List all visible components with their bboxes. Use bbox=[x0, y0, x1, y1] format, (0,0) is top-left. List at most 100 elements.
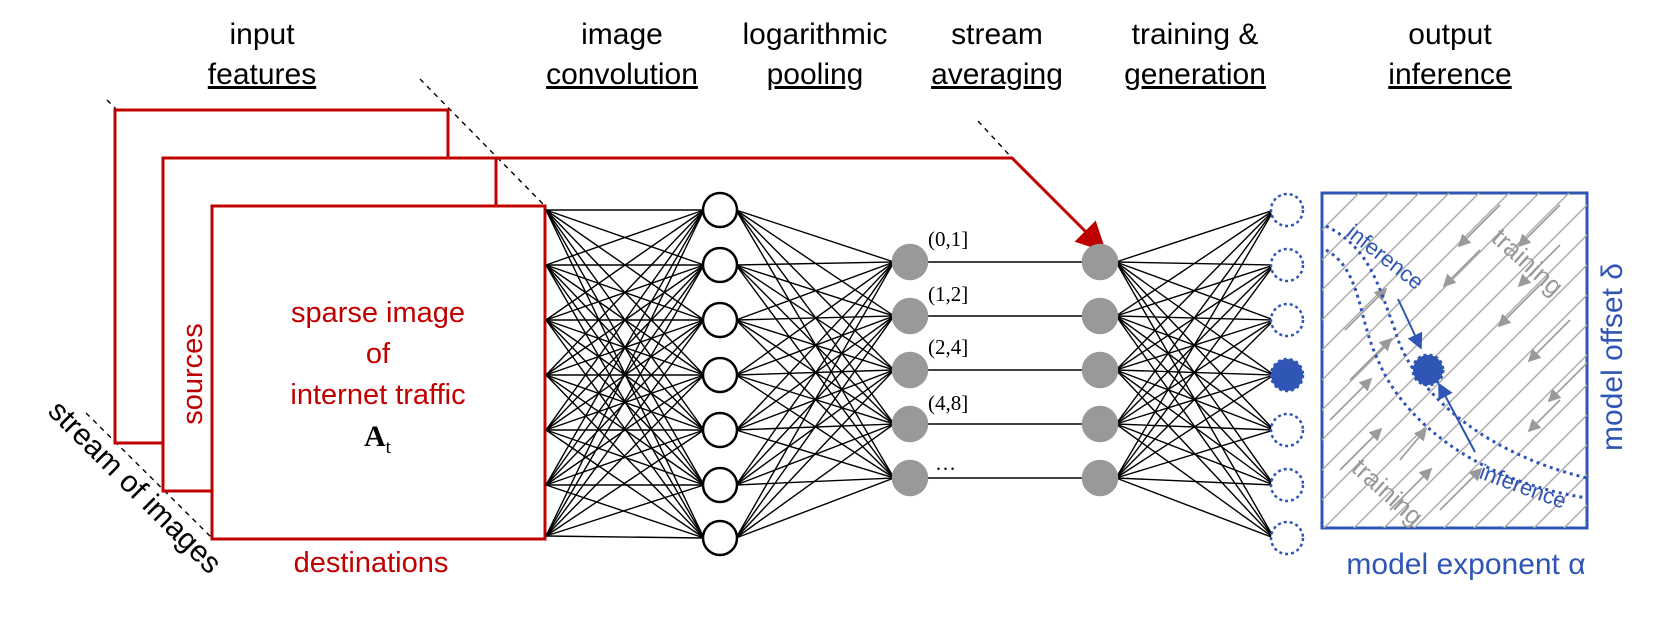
training-arrow-0 bbox=[1517, 204, 1561, 248]
avg-node-4 bbox=[1081, 459, 1119, 497]
training-arrow-1 bbox=[1517, 244, 1561, 288]
edge-gen-1-0 bbox=[1115, 209, 1275, 317]
bin-label-2: (1,2] bbox=[928, 282, 968, 306]
column-headers: input features image convolution logarit… bbox=[208, 18, 1512, 91]
training-arrow-6 bbox=[1547, 361, 1587, 403]
training-hatch--5 bbox=[1322, 193, 1510, 381]
network-edges bbox=[545, 209, 1275, 539]
training-arrow-14 bbox=[1399, 427, 1428, 461]
edge-pool-6-3 bbox=[735, 423, 895, 539]
training-hatch-2 bbox=[1383, 324, 1587, 528]
avg-node-1 bbox=[1081, 297, 1119, 335]
edge-conv-5-2 bbox=[545, 319, 705, 486]
pool-node-2 bbox=[891, 351, 929, 389]
bin-label-3: (2,4] bbox=[928, 335, 968, 359]
destinations-label: destinations bbox=[294, 547, 449, 579]
header-training-line1: training & bbox=[1132, 18, 1259, 51]
training-arrows bbox=[1322, 190, 1661, 530]
header-training-line2: generation bbox=[1124, 58, 1266, 91]
bin-labels: (0,1] (1,2] (2,4] (4,8] … bbox=[928, 227, 968, 475]
edge-gen-3-0 bbox=[1115, 209, 1275, 425]
training-hatch--7 bbox=[1322, 193, 1450, 321]
training-arrow-13 bbox=[1439, 467, 1483, 511]
bin-label-1: (0,1] bbox=[928, 227, 968, 251]
output-node-2 bbox=[1269, 302, 1305, 338]
edge-conv-1-0 bbox=[545, 209, 705, 266]
edge-conv-6-5 bbox=[545, 484, 705, 537]
training-hatch--6 bbox=[1322, 193, 1480, 351]
training-arrow-5 bbox=[1442, 249, 1481, 288]
averaging-depth-line bbox=[977, 120, 1013, 159]
edge-conv-3-0 bbox=[545, 209, 705, 376]
training-hatch-11 bbox=[1652, 190, 1661, 530]
header-input-line1: input bbox=[229, 18, 295, 51]
training-arrow-12 bbox=[1349, 337, 1393, 381]
valley-boundary-lower bbox=[1325, 248, 1588, 500]
edge-conv-5-3 bbox=[545, 374, 705, 486]
training-hatch--1 bbox=[1322, 234, 1587, 501]
output-panel: inference inference training training mo… bbox=[1320, 190, 1661, 581]
inference-solution-point bbox=[1411, 353, 1445, 387]
output-node-1 bbox=[1269, 247, 1305, 283]
edge-conv-5-6 bbox=[545, 484, 705, 539]
bin-label-5: … bbox=[935, 451, 956, 475]
conv-node-0 bbox=[701, 191, 739, 229]
edge-pool-3-0 bbox=[735, 261, 895, 376]
edge-pool-2-0 bbox=[735, 261, 895, 321]
header-output-line1: output bbox=[1408, 18, 1492, 51]
edge-conv-6-1 bbox=[545, 264, 705, 537]
training-arrow-7 bbox=[1527, 399, 1561, 433]
training-arrow-4 bbox=[1457, 204, 1501, 248]
training-arrow-2 bbox=[1497, 284, 1541, 328]
header-averaging-line2: averaging bbox=[931, 58, 1063, 91]
training-hatch--8 bbox=[1322, 193, 1420, 291]
edge-pool-6-1 bbox=[735, 315, 895, 539]
edge-conv-6-6 bbox=[545, 535, 705, 539]
output-node-3 bbox=[1269, 357, 1305, 393]
header-averaging-line1: stream bbox=[951, 18, 1043, 51]
header-pooling-line2: pooling bbox=[767, 58, 864, 91]
output-node-0 bbox=[1269, 192, 1305, 228]
y-axis-label: model offset δ bbox=[1596, 263, 1629, 451]
training-hatch-5 bbox=[1473, 414, 1587, 528]
training-arrow-10 bbox=[1344, 287, 1388, 331]
edge-conv-5-4 bbox=[545, 429, 705, 486]
edge-gen-2-0 bbox=[1115, 209, 1275, 371]
header-convolution-line2: convolution bbox=[546, 58, 698, 91]
edge-conv-6-3 bbox=[545, 374, 705, 537]
header-input-line2: features bbox=[208, 58, 316, 91]
training-hatch--4 bbox=[1322, 193, 1540, 411]
training-hatch-3 bbox=[1413, 354, 1587, 528]
edge-gen-4-3 bbox=[1115, 374, 1275, 479]
edge-gen-4-2 bbox=[1115, 319, 1275, 479]
edge-gen-4-5 bbox=[1115, 477, 1275, 486]
image-label-line1: sparse image bbox=[291, 297, 465, 329]
edge-conv-2-0 bbox=[545, 209, 705, 321]
output-node-5 bbox=[1269, 467, 1305, 503]
pool-node-1 bbox=[891, 297, 929, 335]
conv-node-6 bbox=[701, 519, 739, 557]
pool-node-3 bbox=[891, 405, 929, 443]
pool-node-0 bbox=[891, 243, 929, 281]
avg-node-3 bbox=[1081, 405, 1119, 443]
image-label-line3: internet traffic bbox=[290, 379, 465, 411]
edge-pool-6-2 bbox=[735, 369, 895, 539]
output-node-4 bbox=[1269, 412, 1305, 448]
training-hatch-4 bbox=[1443, 384, 1587, 528]
image-frame-front bbox=[210, 204, 547, 541]
image-label-line2: of bbox=[366, 338, 391, 370]
inference-arrow-top bbox=[1397, 298, 1423, 350]
conv-node-3 bbox=[701, 356, 739, 394]
inference-arrow-bottom bbox=[1438, 382, 1476, 453]
training-arrow-3 bbox=[1527, 319, 1571, 363]
edge-gen-4-1 bbox=[1115, 264, 1275, 479]
training-arrow-11 bbox=[1389, 467, 1433, 511]
pool-node-4 bbox=[891, 459, 929, 497]
edge-pool-0-0 bbox=[735, 209, 895, 263]
edge-conv-5-0 bbox=[545, 209, 705, 486]
avg-node-0 bbox=[1081, 243, 1119, 281]
edge-conv-5-1 bbox=[545, 264, 705, 486]
header-pooling-line1: logarithmic bbox=[742, 18, 887, 51]
output-node-6 bbox=[1269, 520, 1305, 556]
